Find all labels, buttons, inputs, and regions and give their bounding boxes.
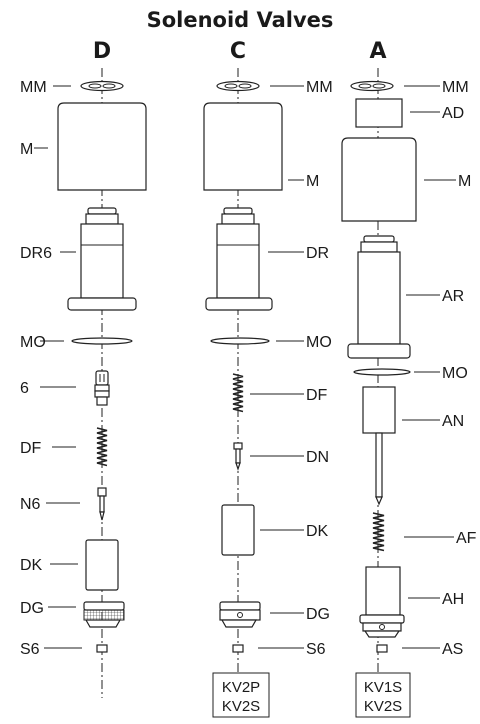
armature-tube-c	[205, 207, 273, 311]
label-d-s6: S6	[20, 641, 40, 658]
needle-c	[233, 442, 243, 471]
spring-d	[96, 427, 108, 467]
valve-body-d	[83, 601, 125, 628]
label-d-dg: DG	[20, 600, 44, 617]
label-c-df: DF	[306, 387, 328, 404]
model-code-a-1: KV1S	[364, 679, 402, 696]
valve-body-c	[219, 601, 261, 628]
label-a-mo: MO	[442, 365, 468, 382]
seal-c	[232, 644, 244, 653]
label-d-m: M	[20, 141, 33, 158]
spring-a	[372, 512, 385, 552]
label-a-an: AN	[442, 413, 464, 430]
label-a-ad: AD	[442, 105, 464, 122]
model-code-c-2: KV2S	[222, 698, 260, 715]
label-a-mm: MM	[442, 79, 469, 96]
label-d-df: DF	[20, 440, 42, 457]
armature-tube-a	[347, 235, 411, 359]
clip-mm-a	[350, 80, 394, 92]
valve-insert-d	[94, 370, 110, 406]
label-d-mo: MO	[20, 334, 46, 351]
label-a-ar: AR	[442, 288, 464, 305]
plunger-a	[362, 386, 396, 506]
column-c: MM M DR MO DF DN	[203, 79, 333, 718]
label-c-mm: MM	[306, 79, 333, 96]
o-ring-d	[71, 337, 133, 345]
core-d	[85, 539, 119, 591]
seal-a	[376, 644, 388, 653]
label-c-m: M	[306, 173, 319, 190]
coil-c	[203, 102, 283, 191]
label-c-dg: DG	[306, 606, 330, 623]
label-d-dk: DK	[20, 557, 43, 574]
o-ring-a	[353, 368, 411, 376]
label-a-af: AF	[456, 530, 477, 547]
label-c-mo: MO	[306, 334, 332, 351]
model-code-box-a	[355, 672, 411, 718]
column-d: MM M DR6 MO 6	[20, 79, 147, 658]
label-d-mm: MM	[20, 79, 47, 96]
o-ring-c	[210, 337, 270, 345]
label-c-dk: DK	[306, 523, 329, 540]
cap-a	[355, 98, 403, 128]
spring-c	[232, 373, 244, 413]
clip-mm-d	[80, 80, 124, 92]
column-heading-c: C	[230, 39, 246, 64]
label-d-n6: N6	[20, 496, 41, 513]
label-d-dr6: DR6	[20, 245, 52, 262]
coil-a	[341, 137, 417, 222]
needle-d	[97, 487, 107, 521]
label-a-as: AS	[442, 641, 463, 658]
label-a-ah: AH	[442, 591, 464, 608]
model-code-a-2: KV2S	[364, 698, 402, 715]
clip-mm-c	[216, 80, 260, 92]
armature-tube-d	[67, 207, 137, 311]
seal-d	[96, 644, 108, 653]
column-a: MM AD M AR MO AN AF	[341, 79, 477, 718]
label-c-s6: S6	[306, 641, 326, 658]
column-heading-d: D	[93, 39, 111, 64]
core-c	[221, 504, 255, 556]
label-d-6: 6	[20, 380, 29, 397]
label-c-dn: DN	[306, 449, 329, 466]
diagram-title: Solenoid Valves	[147, 8, 334, 32]
label-a-m: M	[458, 173, 471, 190]
model-code-c-1: KV2P	[222, 679, 260, 696]
model-code-box-c	[212, 672, 270, 718]
coil-d	[57, 102, 147, 191]
label-c-dr: DR	[306, 245, 329, 262]
column-heading-a: A	[369, 39, 386, 64]
valve-body-a	[359, 566, 405, 638]
